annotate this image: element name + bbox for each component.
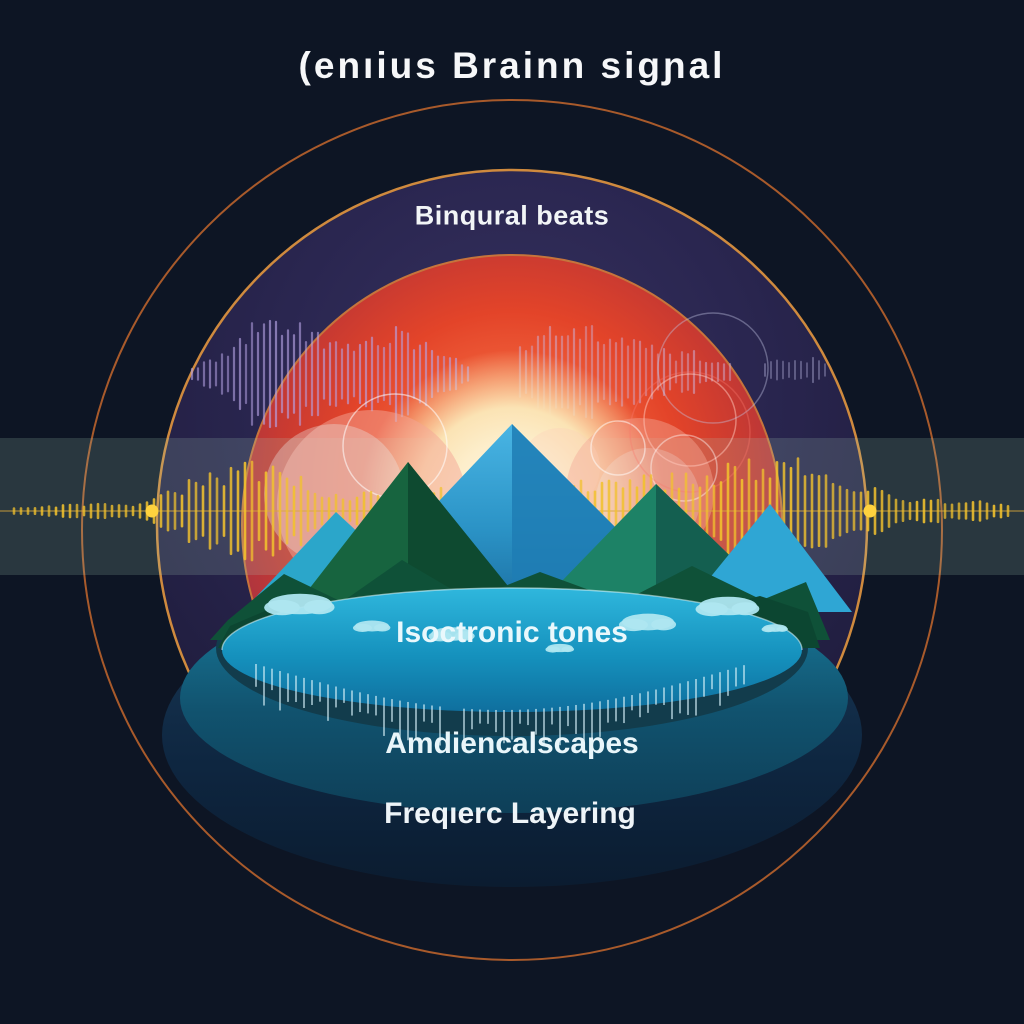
label-isochronic-tones: Isoctronic tones xyxy=(396,616,628,649)
outline-circles xyxy=(342,312,769,502)
dome-tick-waveform xyxy=(255,664,745,747)
poster-title: (enıius Brainn sigɲal xyxy=(298,45,726,86)
lake-rim-line xyxy=(221,587,803,651)
cloud-shapes xyxy=(264,593,788,653)
label-frequency-layering: Freqıerc Layering xyxy=(384,797,636,830)
label-ambient-soundscapes: Amdiencalscapes xyxy=(385,727,639,760)
outer-orbit-ring xyxy=(81,99,943,961)
label-binaural-beats: Binqural beats xyxy=(414,200,610,231)
